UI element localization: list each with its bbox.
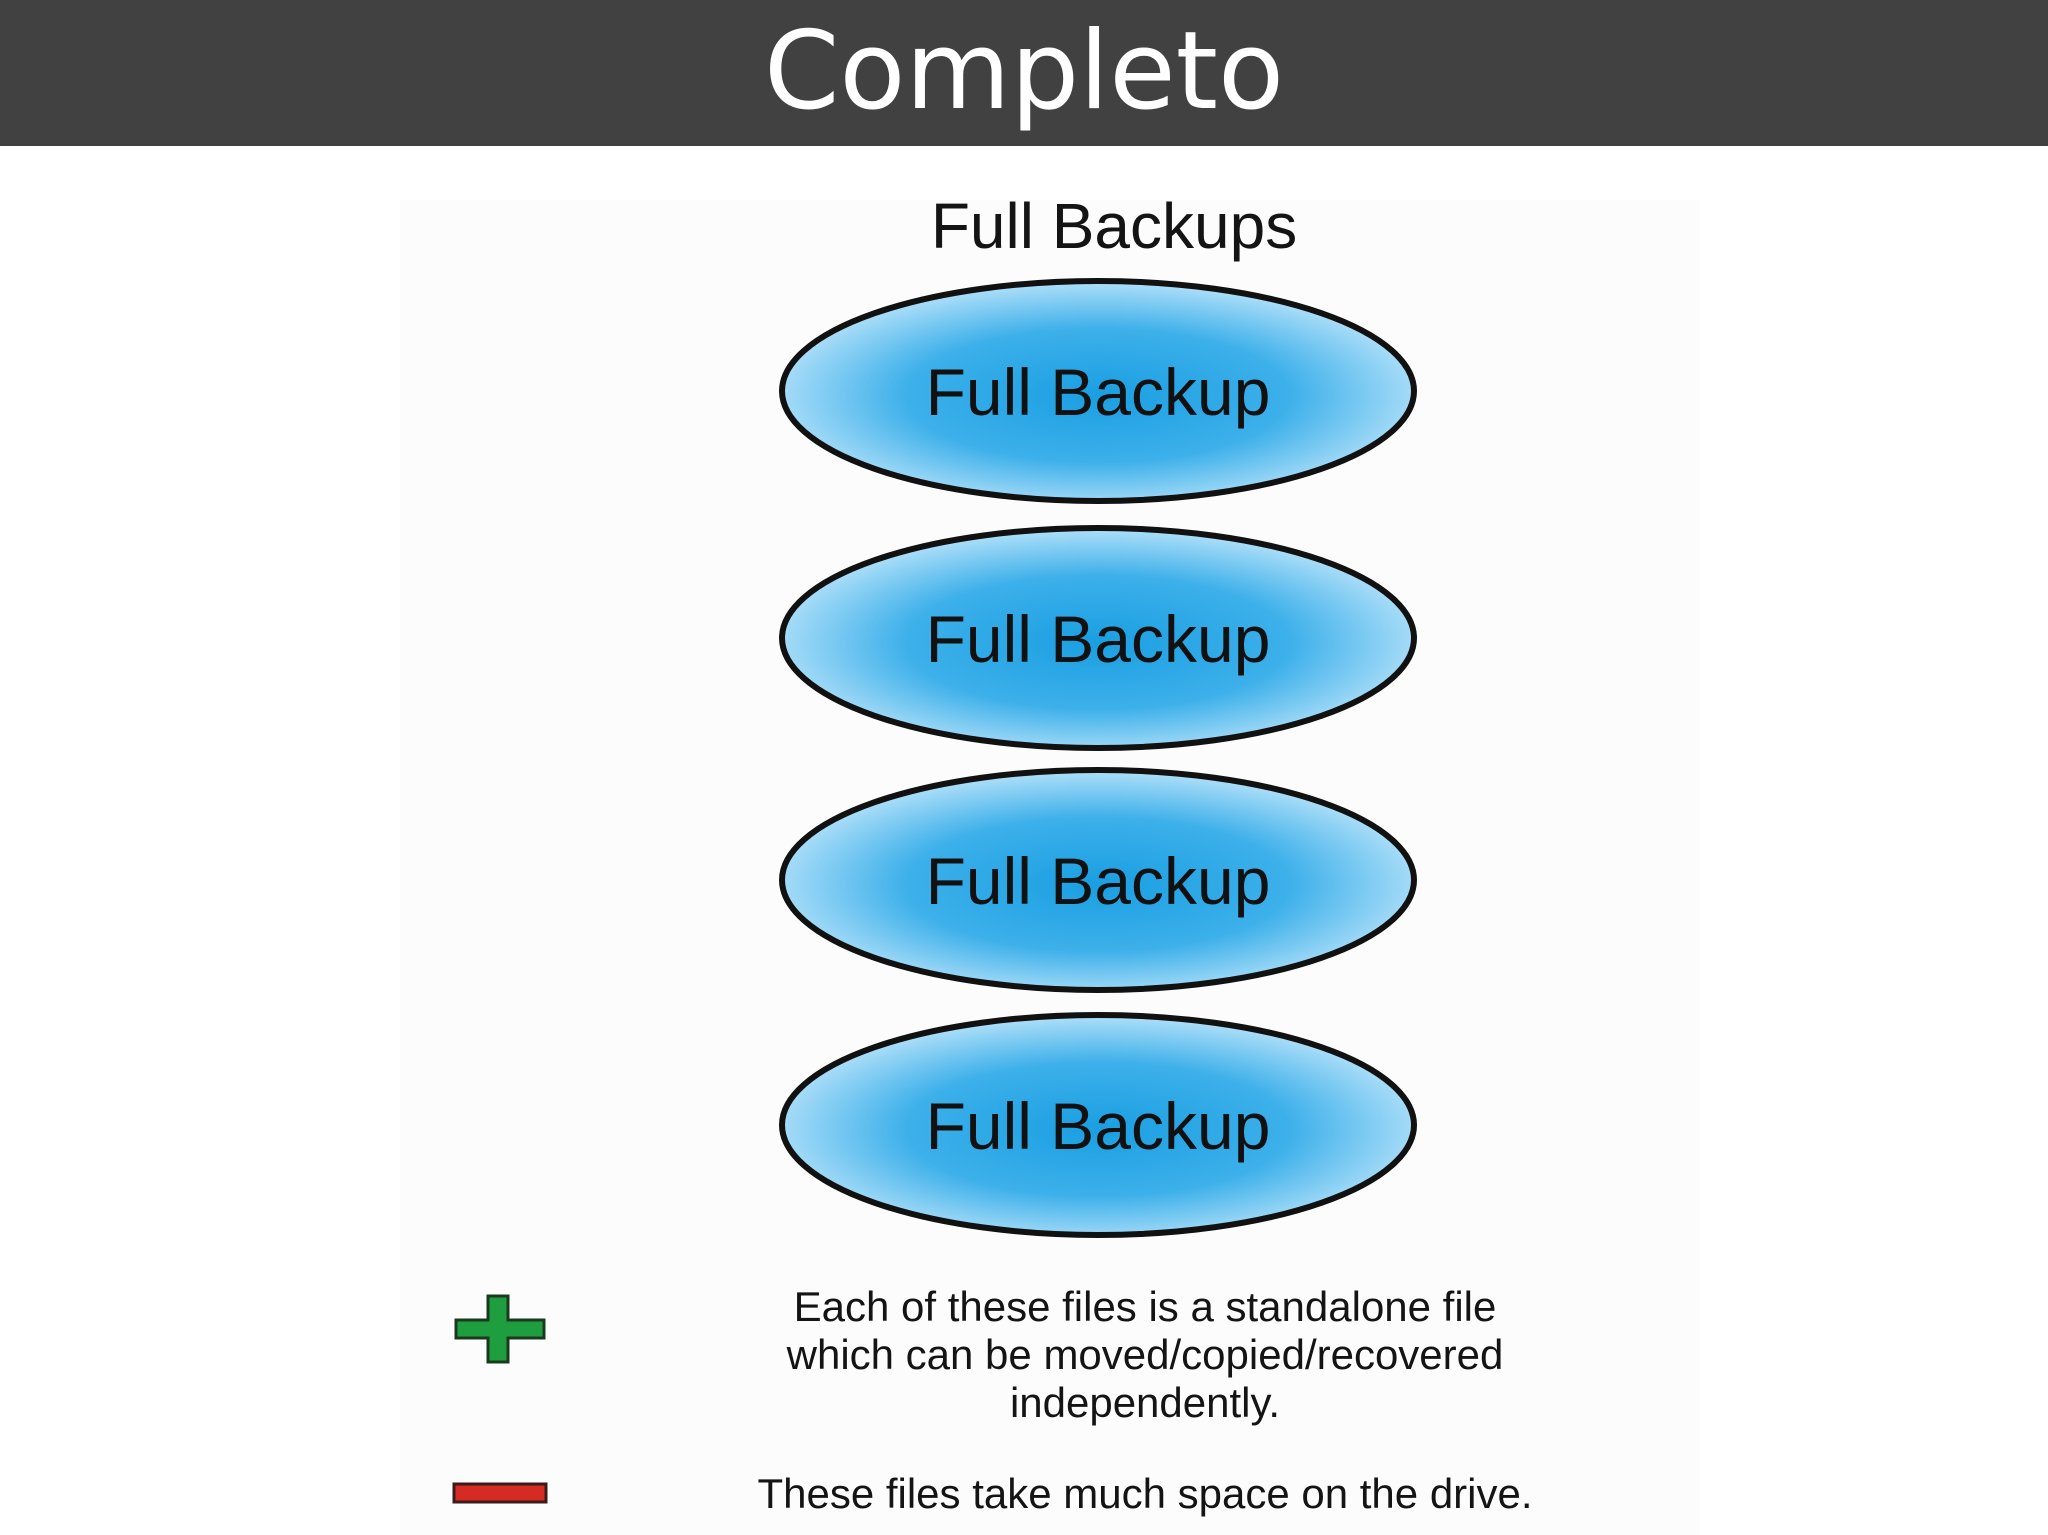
legend-pro-line: Each of these files is a standalone file: [793, 1283, 1497, 1330]
legend-pro-line: independently.: [1009, 1379, 1281, 1426]
backup-node: Full Backup: [779, 278, 1417, 504]
backup-node-oval: [779, 278, 1417, 504]
diagram-title: Full Backups: [930, 190, 1298, 262]
backup-node-oval: [779, 1012, 1417, 1238]
backup-node: Full Backup: [779, 767, 1417, 993]
slide-title-bar: Completo: [0, 0, 2048, 146]
backup-node: Full Backup: [779, 525, 1417, 751]
backup-node-oval: [779, 525, 1417, 751]
backup-node-label: Full Backup: [926, 1089, 1271, 1163]
backup-node-label: Full Backup: [926, 602, 1271, 676]
backup-node-oval: [779, 767, 1417, 993]
backup-node-label: Full Backup: [926, 355, 1271, 429]
plus-icon: [454, 1294, 546, 1364]
backup-node-label: Full Backup: [926, 844, 1271, 918]
slide-title: Completo: [763, 9, 1285, 134]
legend-con-text: These files take much space on the drive…: [757, 1470, 1533, 1517]
legend-pro-text: Each of these files is a standalone file…: [640, 1283, 1650, 1427]
minus-icon: [452, 1482, 548, 1504]
legend-pro-line: which can be moved/copied/recovered: [786, 1331, 1504, 1378]
backup-node: Full Backup: [779, 1012, 1417, 1238]
